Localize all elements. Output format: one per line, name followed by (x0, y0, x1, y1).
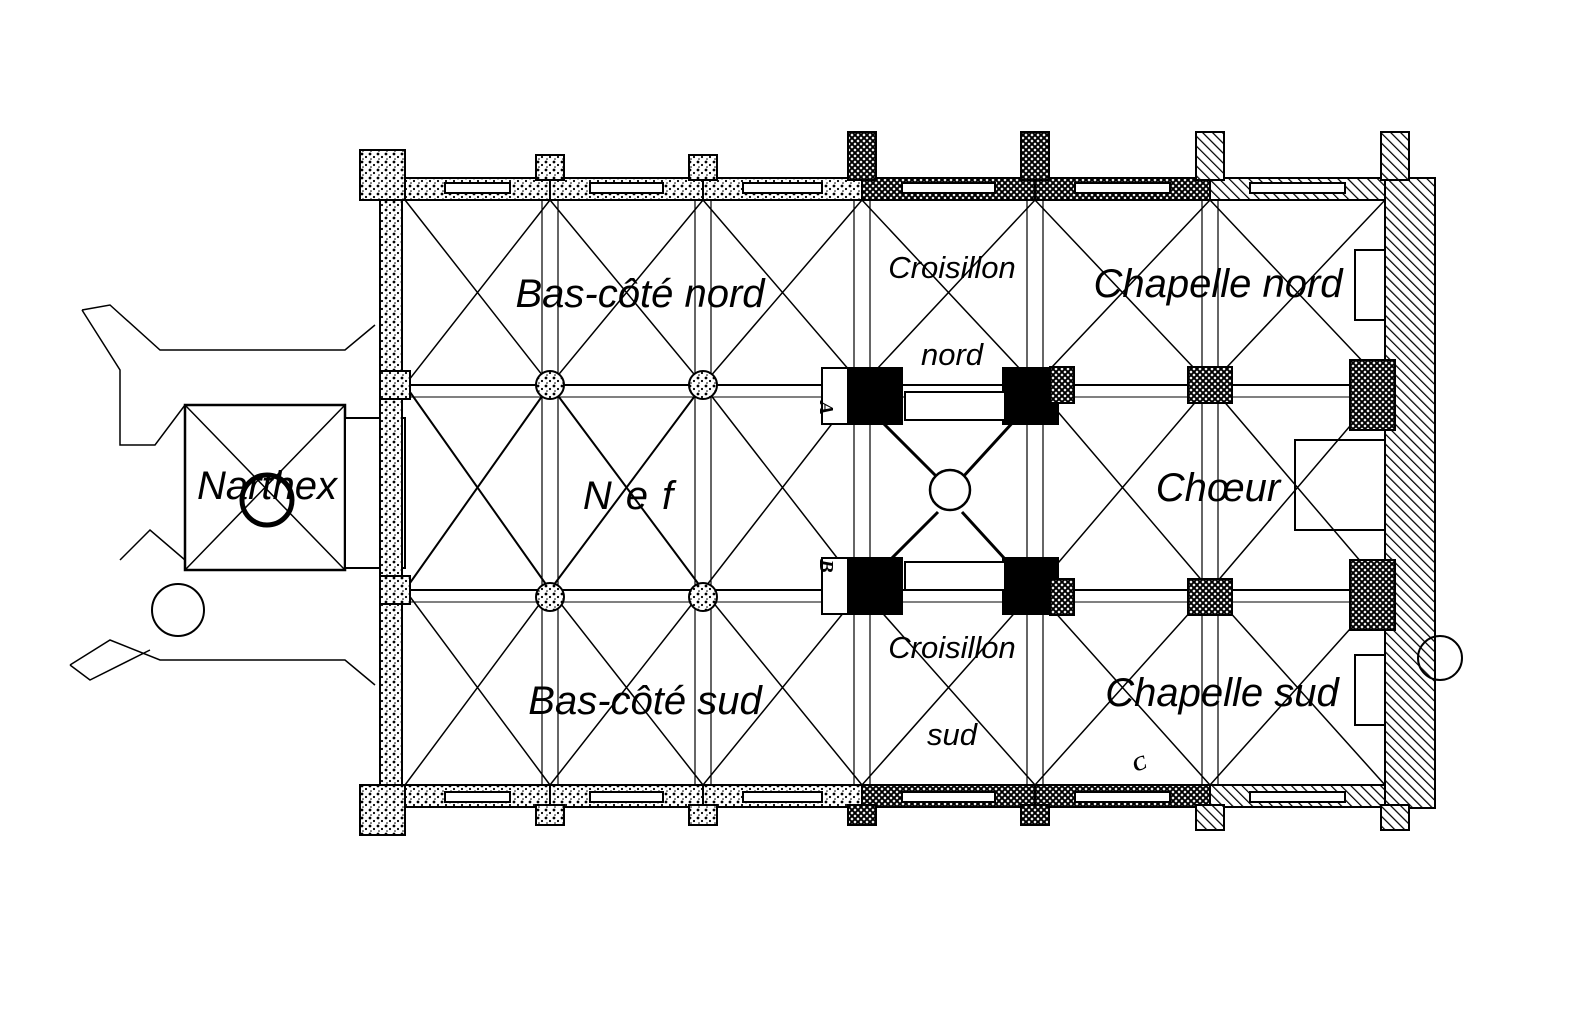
south-window (589, 791, 664, 803)
east-pier-north (1349, 359, 1396, 431)
vault-rib (702, 589, 863, 786)
north-window (589, 182, 664, 194)
label-bas-cote-nord: Bas-côté nord (515, 272, 766, 316)
vault-rib (1034, 589, 1211, 786)
label-chapelle-nord: Chapelle nord (1093, 262, 1344, 306)
narthex-outline-south (69, 528, 376, 686)
label-narthex: Narthex (197, 464, 339, 508)
west-wall (359, 784, 406, 836)
vault-rib (549, 384, 704, 591)
crossing-arch-north (904, 391, 1006, 421)
choir-pier (1187, 578, 1233, 616)
buttress (1195, 131, 1225, 181)
nave-column (535, 582, 565, 612)
buttress (1380, 804, 1410, 831)
pier-face (821, 557, 849, 615)
north-window (901, 182, 996, 194)
vault-rib (549, 589, 704, 786)
south-window (901, 791, 996, 803)
label-bas-cote-sud: Bas-côté sud (528, 679, 763, 723)
label-choeur: Chœur (1156, 466, 1282, 510)
buttress (1195, 804, 1225, 831)
marker-a: A (815, 399, 837, 414)
crossing-keystone (928, 468, 972, 512)
nave-column (535, 370, 565, 400)
buttress (688, 804, 718, 826)
label-croisillon-sud-line1: Croisillon (888, 630, 1015, 665)
vault-rib (404, 384, 551, 591)
label-croisillon-nord-line1: Croisillon (888, 250, 1015, 285)
label-croisillon-nord-line2: nord (921, 337, 985, 372)
north-altar (1354, 249, 1386, 321)
narthex-rib (184, 404, 346, 571)
label-chapelle-sud: Chapelle sud (1105, 671, 1340, 715)
stair-turret (151, 583, 205, 637)
vault-rib (1209, 199, 1386, 386)
narthex-pillar (239, 472, 295, 528)
pier-face (821, 367, 849, 425)
south-window (444, 791, 511, 803)
north-window (444, 182, 511, 194)
vault-rib (549, 199, 704, 386)
transept-pier (1049, 578, 1075, 616)
buttress (535, 804, 565, 826)
north-window (1074, 182, 1171, 194)
buttress (1020, 804, 1050, 826)
buttress (1020, 131, 1050, 181)
vault-rib (1034, 384, 1211, 591)
west-wall (379, 199, 403, 786)
label-nef: Nef (583, 474, 687, 518)
main-altar (1294, 439, 1386, 531)
north-window (1249, 182, 1346, 194)
west-wall (359, 149, 406, 201)
buttress (688, 154, 718, 181)
south-window (1249, 791, 1346, 803)
south-altar (1354, 654, 1386, 726)
east-stair (1417, 635, 1463, 681)
east-pier-south (1349, 559, 1396, 631)
buttress (847, 804, 877, 826)
buttress (1380, 131, 1410, 181)
north-window (742, 182, 823, 194)
west-respond (379, 370, 411, 400)
vault-rib (861, 589, 1036, 786)
narthex-outline (81, 304, 376, 446)
east-wall (1384, 177, 1436, 809)
marker-b: B (815, 558, 837, 572)
choir-pier (1187, 366, 1233, 404)
south-window (1074, 791, 1171, 803)
marker-c: C (1130, 751, 1151, 776)
west-respond (379, 575, 411, 605)
vault-rib (861, 199, 1036, 386)
label-croisillon-sud-line2: sud (927, 717, 979, 752)
south-window (742, 791, 823, 803)
nave-column (688, 370, 718, 400)
vault-rib (1034, 199, 1211, 386)
vault-rib (404, 589, 551, 786)
vault-rib (702, 199, 863, 386)
crossing-arch-south (904, 561, 1006, 591)
buttress (847, 131, 877, 181)
crossing-rib (878, 418, 1017, 572)
buttress (535, 154, 565, 181)
transept-pier (1049, 366, 1075, 404)
nave-column (688, 582, 718, 612)
vault-rib (404, 199, 551, 386)
